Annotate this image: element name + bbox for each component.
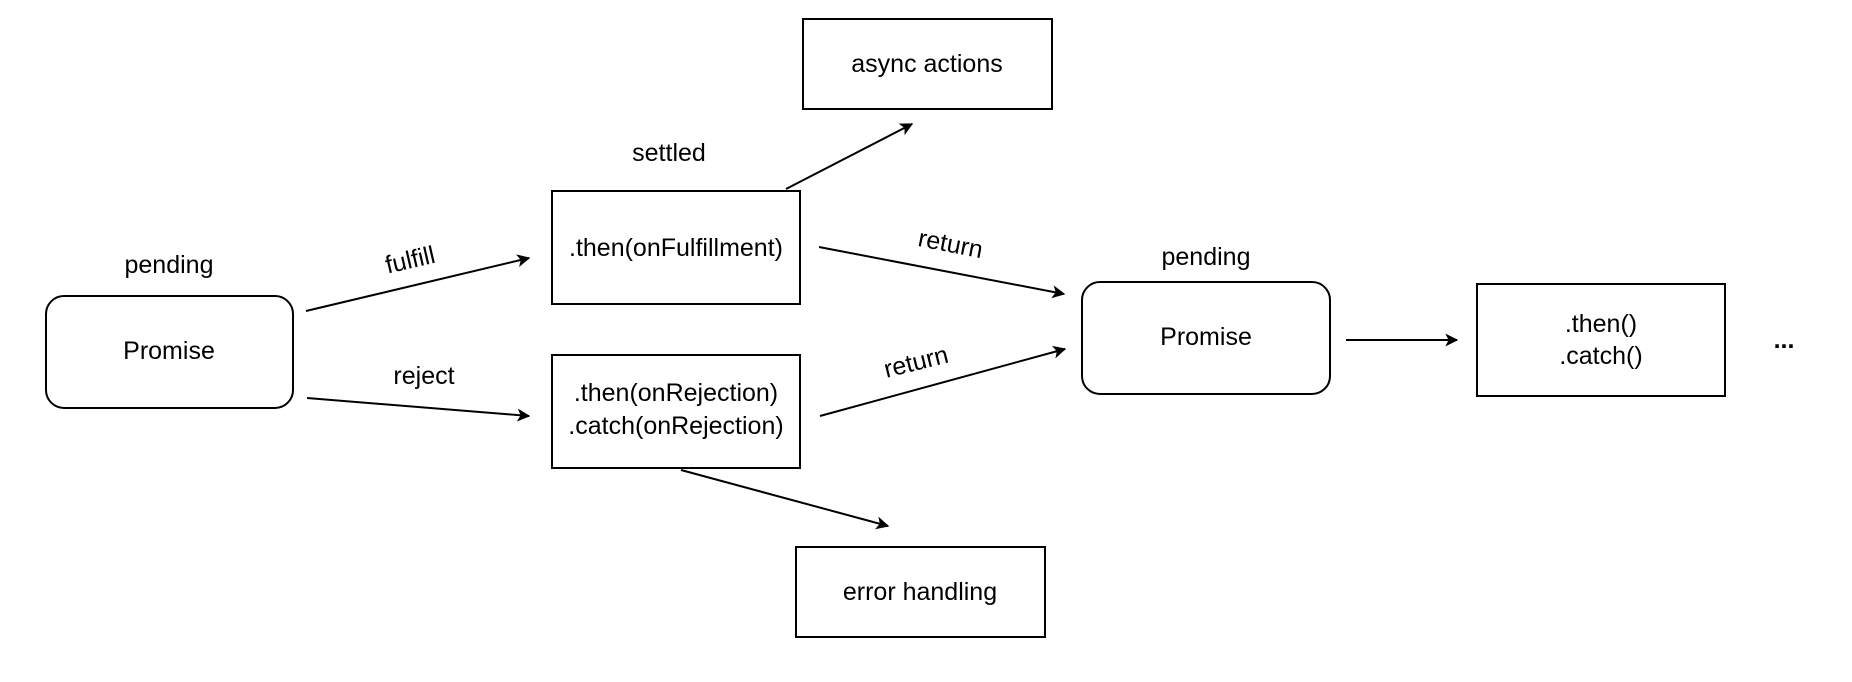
async-actions-arrow xyxy=(785,123,914,190)
settled-state-label: settled xyxy=(632,139,706,167)
return-from-fulfillment-label: return xyxy=(916,224,985,264)
then-catch-then-label: .then() xyxy=(1565,310,1637,338)
promise-start-node xyxy=(45,295,294,409)
promise-next-state-label: pending xyxy=(1162,243,1251,271)
then-catch-catch-label: .catch() xyxy=(1559,342,1642,370)
error-handling-arrow xyxy=(680,469,890,530)
promise-start-label: Promise xyxy=(123,337,215,365)
error-handling-node xyxy=(795,546,1046,638)
reject-arrow xyxy=(306,397,531,422)
return-from-fulfillment-arrow xyxy=(818,246,1066,299)
async-actions-node xyxy=(802,18,1053,110)
fulfill-label: fulfill xyxy=(383,241,438,280)
return-from-rejection-label: return xyxy=(881,341,951,384)
continuation-ellipsis: ... xyxy=(1774,326,1795,354)
then-catch-node xyxy=(1476,283,1726,397)
error-handling-label: error handling xyxy=(843,578,997,606)
rejection-handlers-node xyxy=(551,354,801,469)
fulfill-arrow xyxy=(305,254,531,312)
rejection-catch-label: .catch(onRejection) xyxy=(568,412,783,440)
then-fulfillment-node xyxy=(551,190,801,305)
promise-start-state-label: pending xyxy=(125,251,214,279)
reject-label: reject xyxy=(393,362,454,390)
then-fulfillment-label: .then(onFulfillment) xyxy=(569,234,783,262)
promise-next-label: Promise xyxy=(1160,323,1252,351)
rejection-then-label: .then(onRejection) xyxy=(574,379,778,407)
promise-next-node xyxy=(1081,281,1331,395)
return-from-rejection-arrow xyxy=(819,345,1067,417)
async-actions-label: async actions xyxy=(851,50,1002,78)
